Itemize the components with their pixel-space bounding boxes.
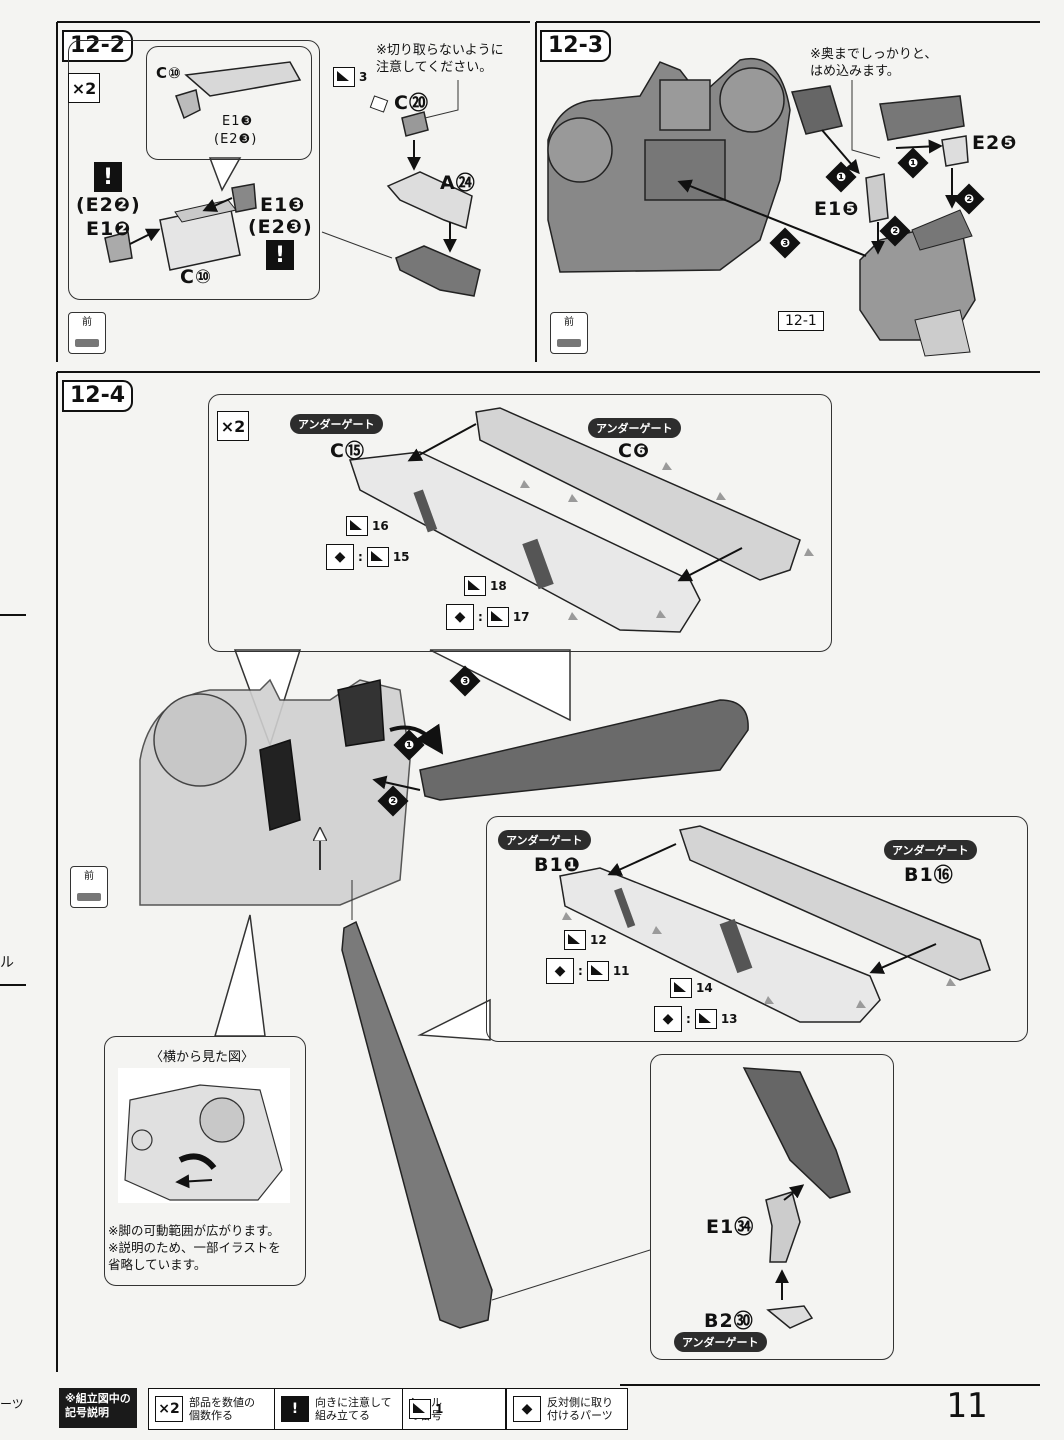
seal-11-reverse: ◆:11 <box>546 958 630 984</box>
part-c6: C❻ <box>618 440 651 462</box>
part-e22: (E2❷) <box>76 194 141 216</box>
page-number: 11 <box>946 1386 987 1426</box>
qty-x2-badge-2: ×2 <box>217 411 249 441</box>
part-a24: A㉔ <box>440 172 476 194</box>
seal-12: 12 <box>564 930 607 950</box>
seal-17-reverse: ◆:17 <box>446 604 530 630</box>
part-e134: E1㉞ <box>706 1216 755 1238</box>
side-view-note: ※脚の可動範囲が広がります。 ※説明のため、一部イラストを 省略しています。 <box>108 1223 281 1272</box>
mid-bubble <box>486 816 1028 1042</box>
legend-item-reverse: ◆ 反対側に取り 付けるパーツ <box>506 1388 628 1430</box>
legend-item-seal: 1 シール の番号 <box>402 1388 506 1430</box>
seal-3: 3 <box>333 67 367 87</box>
part-e13-top: E1❸ <box>222 114 254 129</box>
undergate-badge-1: アンダーゲート <box>290 414 383 434</box>
seal-18: 18 <box>464 576 507 596</box>
step-12-3-note: ※奥までしっかりと、 はめ込みます。 <box>810 47 938 79</box>
edge-bottom-left: ーツ <box>0 1397 24 1411</box>
part-b116: B1⑯ <box>904 864 954 886</box>
part-c10: C⑩ <box>180 266 213 288</box>
part-e12: E1❷ <box>86 218 132 240</box>
front-direction-icon-2: 前 <box>550 312 588 354</box>
front-direction-icon: 前 <box>68 312 106 354</box>
seal-14: 14 <box>670 978 713 998</box>
part-c15: C⑮ <box>330 440 365 462</box>
part-e25: E2❺ <box>972 132 1018 154</box>
part-e15: E1❺ <box>814 198 860 220</box>
step-12-2-detail-bubble <box>146 46 312 160</box>
part-e13: E1❸ <box>260 194 306 216</box>
top-bubble <box>208 394 832 652</box>
step-12-2-bubble <box>68 40 320 300</box>
seal-15-reverse: ◆:15 <box>326 544 410 570</box>
footer-rule <box>620 1384 1040 1386</box>
warn-icon-right: ! <box>266 240 294 270</box>
bottom-right-bubble <box>650 1054 894 1360</box>
undergate-badge-2: アンダーゲート <box>588 418 681 438</box>
part-e23-top: (E2❸) <box>214 132 258 147</box>
legend-item-direction: ! 向きに注意して 組み立てる <box>274 1388 404 1430</box>
undergate-badge-3: アンダーゲート <box>498 830 591 850</box>
legend-item-qty: ×2 部品を数値の 個数作る <box>148 1388 277 1430</box>
step-label-12-4: 12-4 <box>62 380 134 412</box>
side-view-bubble <box>104 1036 306 1286</box>
part-b11: B1❶ <box>534 854 581 876</box>
part-c20: C⑳ <box>394 92 429 114</box>
side-view-title: 〈横から見た図〉 <box>150 1050 255 1065</box>
undergate-badge-5: アンダーゲート <box>674 1332 767 1352</box>
seal-16: 16 <box>346 516 389 536</box>
warn-icon-left: ! <box>94 162 122 192</box>
undergate-badge-4: アンダーゲート <box>884 840 977 860</box>
part-c10-top: C⑩ <box>156 64 182 82</box>
legend-title: ※組立図中の 記号説明 <box>59 1388 137 1428</box>
front-direction-icon-3: 前 <box>70 866 108 908</box>
part-e23: (E2❸) <box>248 216 313 238</box>
qty-x2-badge: ×2 <box>68 73 100 103</box>
edge-char: ル <box>0 955 14 971</box>
step-label-12-3: 12-3 <box>540 30 612 62</box>
step-12-2-note: ※切り取らないように 注意してください。 <box>376 43 504 75</box>
seal-13-reverse: ◆:13 <box>654 1006 738 1032</box>
ref-12-1: 12-1 <box>778 311 824 331</box>
part-b230: B2㉚ <box>704 1310 754 1332</box>
